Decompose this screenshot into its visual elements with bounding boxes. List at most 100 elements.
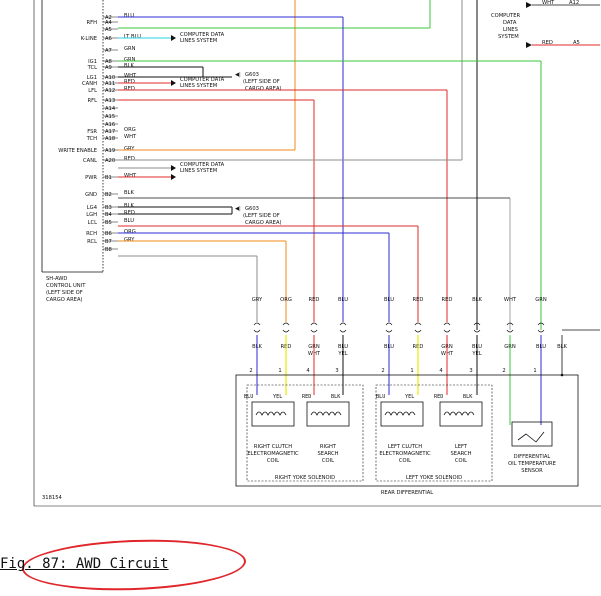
temp-sensor-label-1: DIFFERENTIAL: [514, 454, 551, 460]
top-right-pin-2: A5: [573, 40, 580, 46]
pin-number: A2: [105, 15, 112, 21]
drop-label-top: RED: [442, 297, 453, 303]
drop-label-top: BLU: [384, 297, 394, 303]
pin-number: A4: [105, 20, 113, 26]
connector-mark: [473, 322, 481, 333]
right-search-label-3: COIL: [322, 458, 334, 464]
pin-name: RCL: [87, 239, 97, 245]
pin-wire-color: GRN: [124, 46, 136, 52]
control-unit-label-3: (LEFT SIDE OF: [46, 290, 83, 296]
control-unit-label-4: CARGO AREA): [46, 297, 83, 303]
connector-mark: [414, 322, 422, 333]
pin-number: A17: [105, 129, 115, 135]
connector-pin-number: 2: [249, 368, 252, 374]
pin-number: A19: [105, 148, 115, 154]
top-right-label-1: COMPUTER: [491, 13, 521, 19]
drop-label-top: ORG: [280, 297, 292, 303]
pin-name: CANH: [82, 81, 97, 87]
document-id: 318154: [42, 495, 63, 501]
temp-sensor-label-2: OIL TEMPERATURE: [508, 461, 556, 467]
pin-name: LGH: [86, 212, 97, 218]
drop-label-top: RED: [309, 297, 320, 303]
connector-mark: [506, 322, 514, 333]
pin-name: RCH: [86, 231, 97, 237]
pin-number: A7: [105, 48, 112, 54]
temp-sensor-box: [511, 421, 553, 447]
left-search-label-2: SEARCH: [451, 451, 472, 457]
pin-wire-color: WHT: [124, 73, 137, 79]
inner-wire-left-4: BLK: [463, 394, 473, 400]
inner-wire-right-4: BLK: [331, 394, 341, 400]
pin-name: IG1: [88, 59, 97, 65]
pin-wire-color: BLK: [124, 190, 134, 196]
ground-1-label-3: CARGO AREA): [245, 86, 282, 92]
pin-number: B4: [105, 212, 113, 218]
connector-mark: [310, 322, 318, 333]
left-search-label-3: COIL: [455, 458, 467, 464]
pin-number: B6: [105, 231, 112, 237]
pin-wire-color: BLK: [124, 63, 134, 69]
connector-pin-number: 1: [278, 368, 281, 374]
pin-number: B5: [105, 220, 112, 226]
cd3-label-2: LINES SYSTEM: [180, 168, 217, 174]
pin-name: PWR: [85, 175, 97, 181]
right-yoke-label: RIGHT YOKE SOLENOID: [275, 475, 335, 481]
inner-wire-right-1: BLU: [244, 394, 253, 400]
left-clutch-label-2: ELECTROMAGNETIC: [379, 451, 431, 457]
pin-number: B2: [105, 192, 112, 198]
connector-mark: [339, 322, 347, 333]
pin-wire-color: ORG: [124, 127, 136, 133]
junction-dot: [560, 373, 564, 377]
top-right-label-4: SYSTEM: [498, 34, 519, 40]
pin-number: B8: [105, 247, 112, 253]
left-search-coil-box: [439, 401, 483, 427]
top-right-label-3: LINES: [503, 27, 518, 33]
pin-number: B7: [105, 239, 112, 245]
arrow-icon: [526, 2, 532, 8]
connector-mark: [385, 322, 393, 333]
pin-name: TCH: [86, 136, 97, 142]
right-search-label-1: RIGHT: [320, 444, 337, 450]
figure-caption: Fig. 87: AWD Circuit: [0, 556, 169, 572]
pin-name: TCL: [87, 65, 97, 71]
rear-differential-box: [235, 374, 579, 487]
connector-pin-number: 1: [533, 368, 536, 374]
inner-wire-right-2: YEL: [273, 394, 282, 400]
temp-sensor-label-3: SENSOR: [521, 468, 543, 474]
pin-wire-color: GRN: [124, 57, 136, 63]
inner-wire-left-2: YEL: [405, 394, 414, 400]
coil-icon: [384, 411, 416, 416]
pin-number: B1: [105, 175, 112, 181]
left-yoke-label: LEFT YOKE SOLENOID: [406, 475, 462, 481]
connector-pin-number: 2: [381, 368, 384, 374]
control-unit-label-2: CONTROL UNIT: [46, 283, 86, 289]
pin-wire-color: BLK: [124, 203, 134, 209]
drop-label-top: GRY: [252, 297, 263, 303]
inner-wire-left-1: BLU: [376, 394, 385, 400]
pin-name: LG1: [87, 75, 97, 81]
coil-icon: [255, 411, 287, 416]
pin-wire-color: BLU: [124, 13, 134, 19]
right-yoke-box: [246, 384, 364, 482]
thermistor-icon: [517, 431, 545, 443]
connector-pin-number: 1: [410, 368, 413, 374]
pin-wire-color: GRY: [124, 146, 135, 152]
inner-wire-right-3: RED: [302, 394, 311, 400]
right-clutch-label-2: ELECTROMAGNETIC: [247, 451, 299, 457]
cd2-label-1: COMPUTER DATA: [180, 77, 225, 83]
pin-number: A10: [105, 75, 115, 81]
cd2-label-2: LINES SYSTEM: [180, 83, 217, 89]
left-clutch-label-3: COIL: [399, 458, 411, 464]
pin-number: A14: [105, 106, 116, 112]
arrow-icon: [171, 35, 176, 41]
cd1-label-2: LINES SYSTEM: [180, 38, 217, 44]
pin-name: CANL: [83, 158, 97, 164]
right-clutch-coil-box: [251, 401, 295, 427]
arrow-icon: [171, 80, 176, 86]
left-yoke-box: [375, 384, 493, 482]
pin-wire-color: LT BLU: [124, 34, 141, 40]
